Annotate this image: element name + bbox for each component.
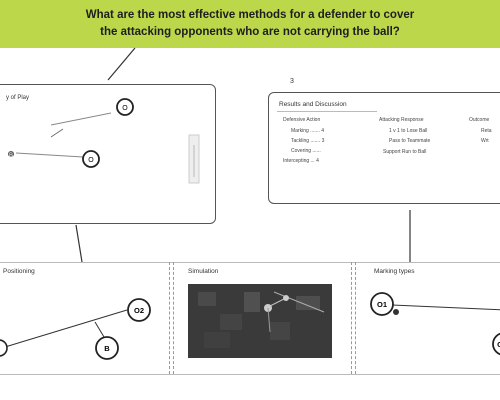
- positioning-diagram: O2 B: [0, 298, 151, 360]
- svg-text:O1: O1: [377, 300, 387, 309]
- simulation-title: Simulation: [188, 268, 219, 275]
- simulation-image: [188, 284, 332, 358]
- results-panel: Results and Discussion Defensive Action …: [268, 92, 500, 204]
- svg-text:O: O: [88, 157, 94, 164]
- panel-number: 3: [290, 78, 294, 85]
- simulation-panel: Simulation: [173, 262, 352, 374]
- research-question: What are the most effective methods for …: [0, 7, 500, 41]
- player-o-bottom: [82, 150, 100, 168]
- bottom-divider-bottom: [0, 374, 500, 375]
- svg-text:O: O: [497, 340, 500, 349]
- svg-text:O2: O2: [134, 306, 144, 315]
- question-banner: [0, 0, 500, 48]
- question-line-1: What are the most effective methods for …: [85, 9, 415, 21]
- svg-text:B: B: [104, 344, 110, 353]
- results-title: Results and Discussion: [279, 101, 347, 108]
- positioning-title: Positioning: [3, 268, 35, 275]
- marking-diagram: O1 O: [370, 292, 500, 356]
- panel-title: y of Play: [6, 95, 30, 101]
- marking-types-title: Marking types: [374, 268, 415, 275]
- question-line-2: the attacking opponents who are not carr…: [100, 26, 400, 38]
- bottom-divider-top: [0, 262, 500, 263]
- play-diagram: O B O: [8, 98, 200, 184]
- marking-types-panel: Marking types O1 O: [355, 262, 500, 374]
- player-o-top: [116, 98, 134, 116]
- svg-text:O: O: [122, 105, 128, 112]
- svg-text:B: B: [9, 153, 13, 159]
- positioning-panel: Positioning O2 B: [0, 262, 170, 374]
- play-diagram-panel: y of Play O B O: [0, 84, 216, 224]
